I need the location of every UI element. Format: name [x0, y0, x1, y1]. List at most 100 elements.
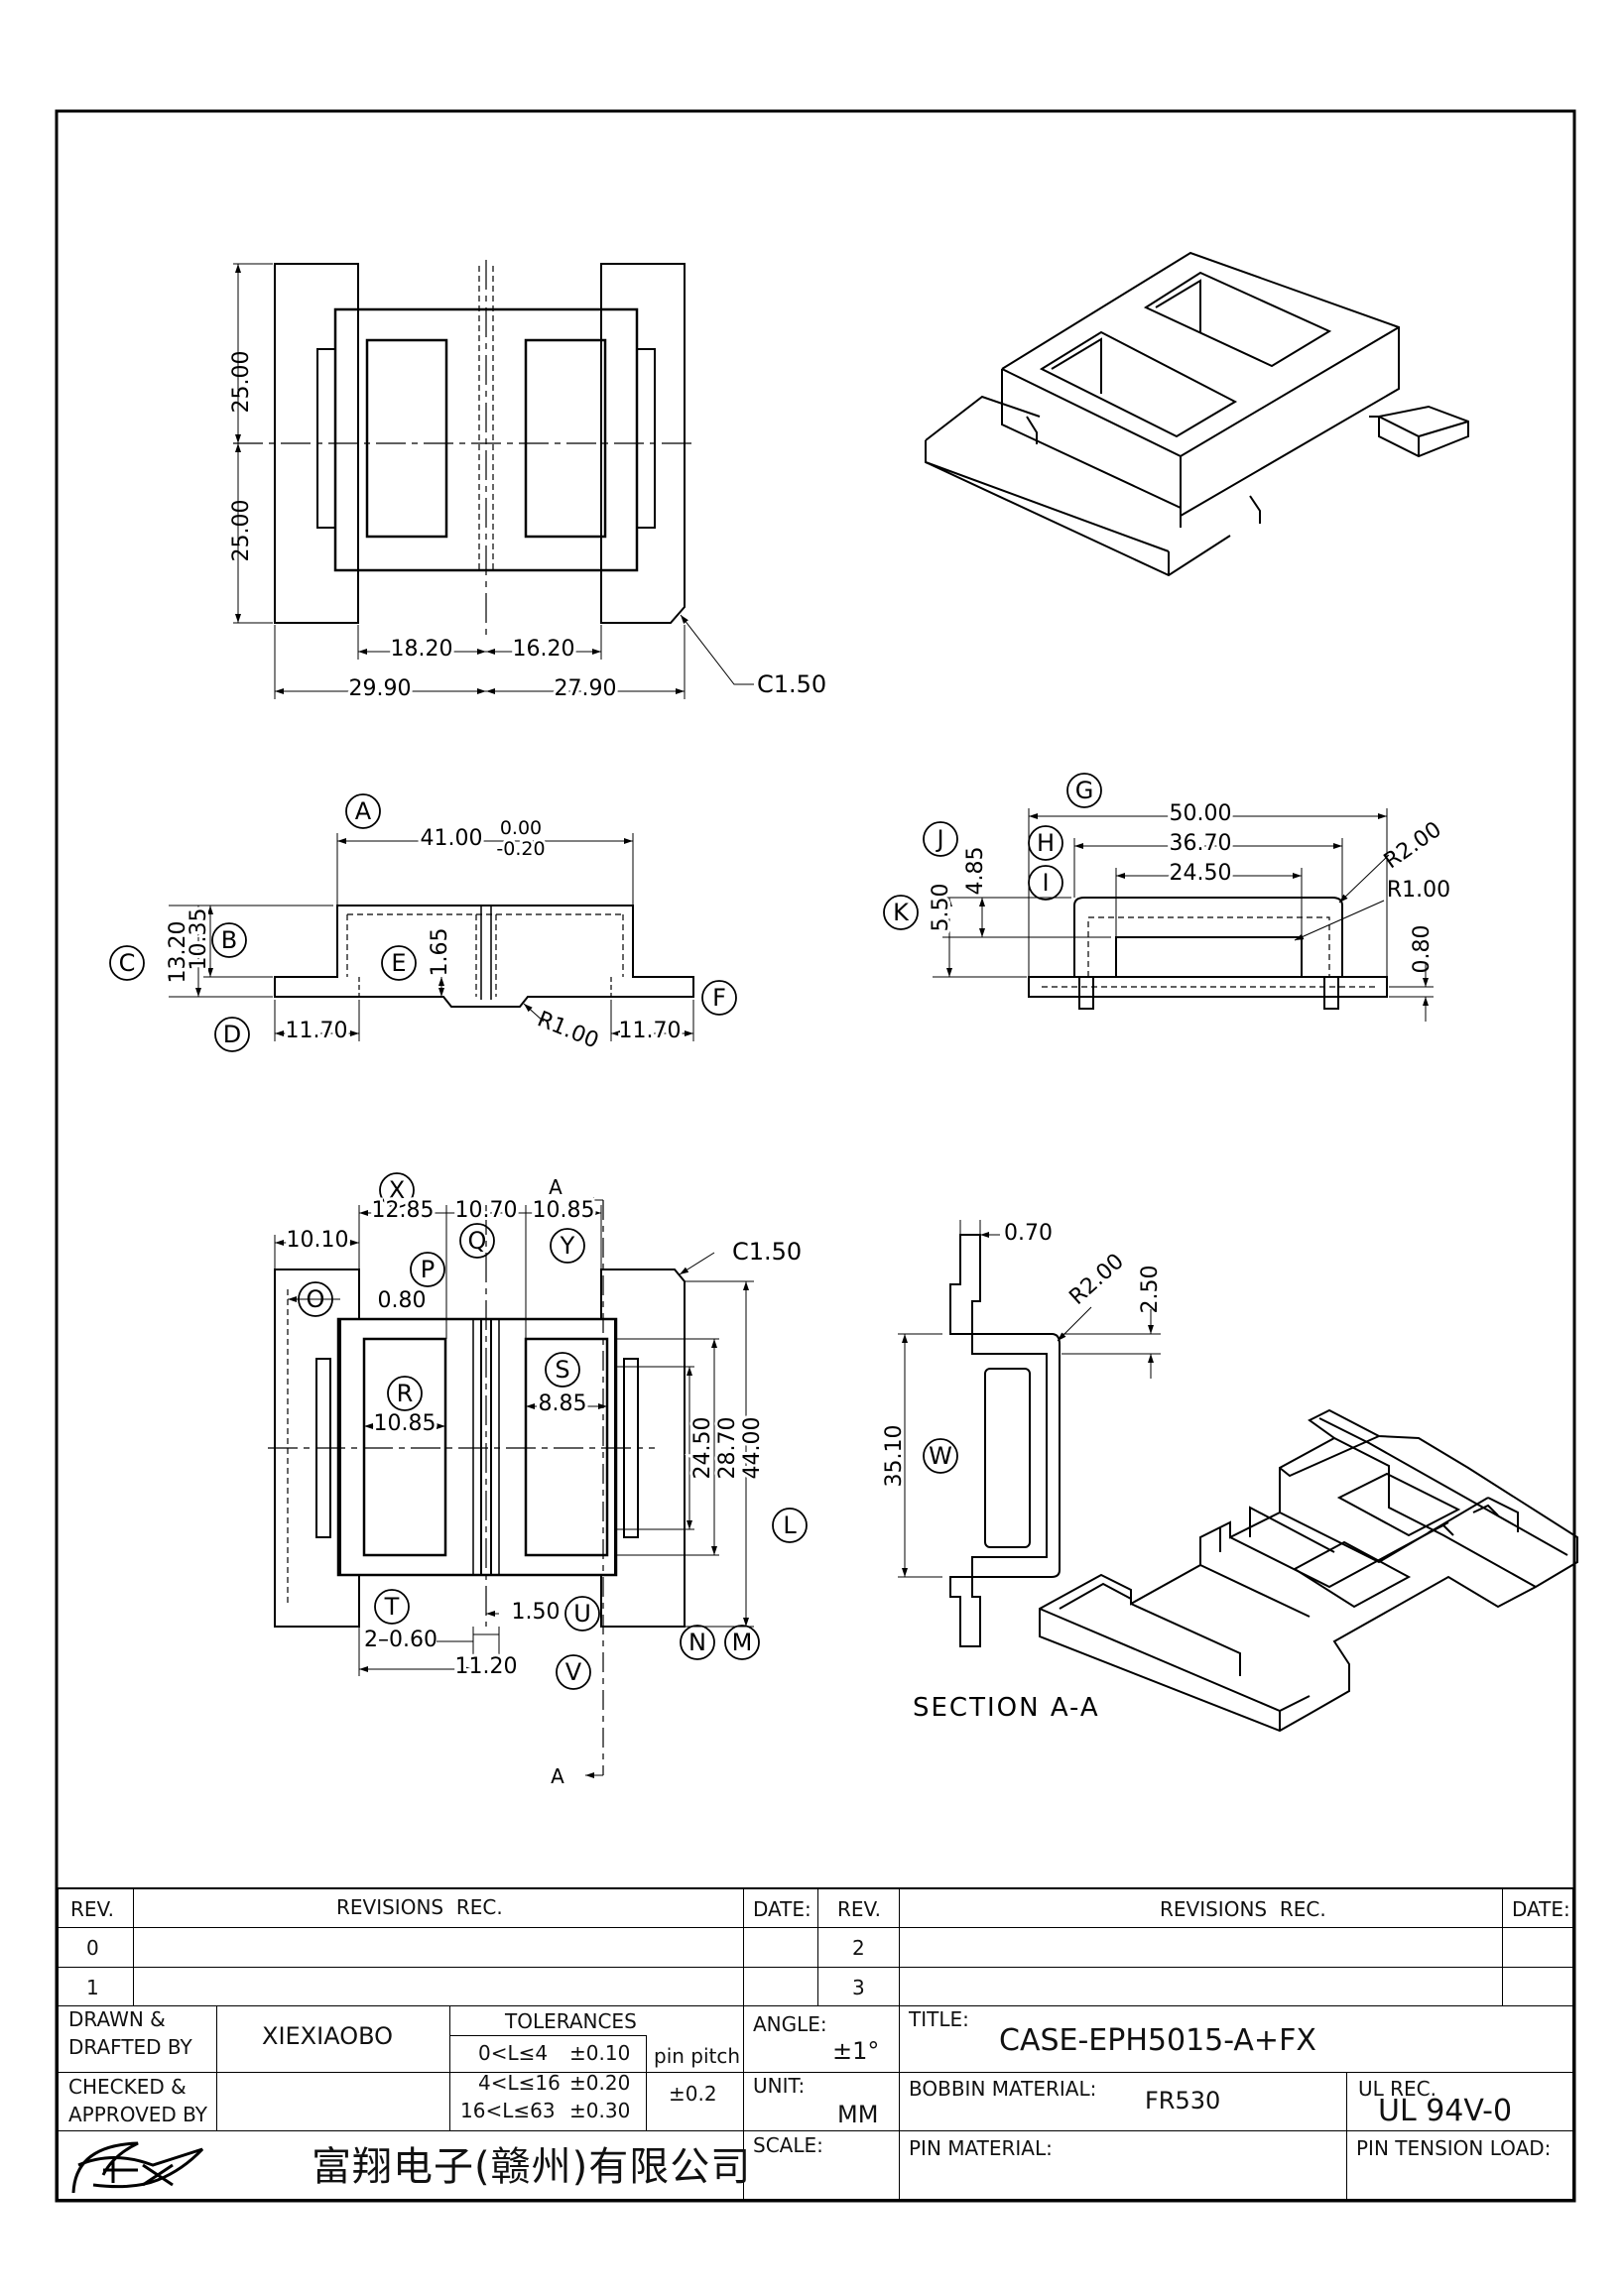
angle-value: ±1° — [832, 2037, 880, 2065]
tb-line — [899, 1889, 900, 2005]
tb-line — [1346, 2072, 1347, 2200]
dim-bottom-d2: 28.70 — [715, 1417, 740, 1480]
rev-row-left: 1 — [86, 1976, 99, 1999]
callout-bottom-u: U — [573, 1600, 591, 1628]
dim-bottom-u: 1.50 — [512, 1600, 561, 1625]
pin-material-label: PIN MATERIAL: — [909, 2136, 1053, 2160]
tb-line — [59, 1927, 1572, 1928]
callout-bottom-u-circle — [564, 1596, 600, 1631]
dim-bottom-p: 0.80 — [378, 1288, 427, 1313]
dim-bottom-x: 12.85 — [372, 1198, 435, 1223]
section-mark-bottom: A — [551, 1764, 564, 1788]
date-header-left: DATE: — [753, 1897, 812, 1921]
callout-front-b-circle — [211, 922, 247, 958]
callout-bottom-o-circle — [298, 1281, 333, 1317]
tb-line — [59, 2005, 1572, 2006]
tb-line — [899, 2005, 900, 2200]
dim-top-w4: 27.90 — [555, 676, 617, 701]
callout-side-h: H — [1037, 829, 1055, 857]
tolerance-range: 4<L≤16 — [478, 2071, 561, 2095]
tolerance-value: ±0.30 — [569, 2099, 631, 2122]
callout-bottom-r: R — [397, 1380, 414, 1407]
callout-side-i: I — [1042, 869, 1049, 897]
isometric-view-bottom — [1039, 1408, 1578, 1733]
dim-front-a-tol-dn: -0.20 — [496, 838, 545, 860]
bobbin-material-value: FR530 — [1145, 2087, 1221, 2115]
callout-bottom-o: O — [307, 1285, 325, 1313]
dim-front-f: 11.70 — [619, 1019, 682, 1043]
front-view — [169, 833, 694, 1041]
callout-front-e: E — [391, 949, 406, 977]
bobbin-material-label: BOBBIN MATERIAL: — [909, 2077, 1097, 2101]
callout-front-b: B — [221, 926, 237, 954]
rev-header-right: REV. — [837, 1897, 881, 1921]
callout-bottom-x: X — [389, 1176, 405, 1204]
dim-bottom-r: 10.85 — [374, 1411, 437, 1436]
rev-row-right: 2 — [852, 1936, 865, 1960]
tolerance-range: 16<L≤63 — [460, 2099, 556, 2122]
callout-side-j: J — [935, 825, 943, 853]
callout-front-a: A — [355, 797, 372, 825]
callout-bottom-m: M — [732, 1629, 753, 1656]
dim-bottom-t2: 2–0.60 — [364, 1628, 437, 1652]
callout-bottom-l: L — [783, 1511, 797, 1539]
callout-bottom-t: T — [384, 1593, 400, 1621]
drafted-label: DRAFTED BY — [68, 2035, 192, 2059]
side-view — [933, 808, 1434, 1022]
callout-section-w-circle — [923, 1438, 958, 1474]
dim-side-g: 50.00 — [1170, 801, 1232, 826]
ul-rec-label: UL REC. — [1358, 2077, 1437, 2101]
dim-bottom-d3: 44.00 — [740, 1417, 765, 1480]
dim-top-chamfer: C1.50 — [757, 670, 826, 698]
date-header-right: DATE: — [1512, 1897, 1570, 1921]
dim-top-h-lower: 25.00 — [229, 500, 254, 562]
dim-section-h: 2.50 — [1138, 1266, 1163, 1314]
callout-section-w: W — [929, 1442, 952, 1470]
ul-rec-value: UL 94V-0 — [1378, 2094, 1513, 2128]
callout-side-k: K — [893, 899, 910, 926]
tb-line — [133, 1889, 134, 2005]
section-view — [898, 1220, 1161, 1647]
dim-front-e: 1.65 — [428, 928, 452, 977]
unit-value: MM — [837, 2101, 879, 2128]
revisions-header-left: REVISIONS REC. — [336, 1895, 503, 1919]
callout-front-a-circle — [345, 793, 381, 829]
callout-side-g-circle — [1066, 773, 1102, 808]
section-mark-top: A — [549, 1175, 562, 1199]
tb-line — [216, 2005, 217, 2130]
callout-bottom-q: Q — [468, 1227, 487, 1255]
dim-side-k: 5.50 — [929, 884, 953, 932]
title-block: REV. REVISIONS REC. DATE: REV. REVISIONS… — [57, 1887, 1574, 2201]
dim-bottom-d1: 24.50 — [690, 1417, 715, 1480]
tb-line — [743, 2130, 1572, 2131]
dim-top-w1: 18.20 — [391, 637, 453, 662]
tb-line — [743, 2005, 744, 2200]
drawn-label: DRAWN & — [68, 2007, 166, 2031]
callout-bottom-y-circle — [550, 1228, 585, 1264]
callout-bottom-r-circle — [387, 1376, 423, 1411]
dim-front-c: 13.20 — [166, 921, 190, 984]
dim-top-h-upper: 25.00 — [229, 351, 254, 414]
callout-front-f-circle — [701, 980, 737, 1016]
tb-line — [817, 1889, 818, 2005]
title-value: CASE-EPH5015-A+FX — [999, 2023, 1316, 2058]
tb-line — [646, 2035, 647, 2130]
dim-top-w3: 29.90 — [349, 676, 412, 701]
rev-header-left: REV. — [70, 1897, 114, 1921]
tb-line — [449, 2035, 646, 2036]
callout-bottom-x-circle — [379, 1172, 415, 1208]
callout-bottom-p-circle — [410, 1252, 445, 1287]
dim-top-w2: 16.20 — [513, 637, 575, 662]
tb-line — [449, 2005, 450, 2130]
top-view — [233, 260, 754, 699]
callout-front-d-circle — [214, 1017, 250, 1052]
tolerance-range: 0<L≤4 — [478, 2041, 549, 2065]
tolerances-label: TOLERANCES — [505, 2009, 637, 2033]
tolerance-value: ±0.20 — [569, 2071, 631, 2095]
dim-section-w1: 0.70 — [1004, 1221, 1053, 1246]
rev-row-left: 0 — [86, 1936, 99, 1960]
callout-bottom-v-circle — [556, 1654, 591, 1690]
tb-line — [1502, 1889, 1503, 2005]
callout-bottom-q-circle — [459, 1223, 495, 1259]
